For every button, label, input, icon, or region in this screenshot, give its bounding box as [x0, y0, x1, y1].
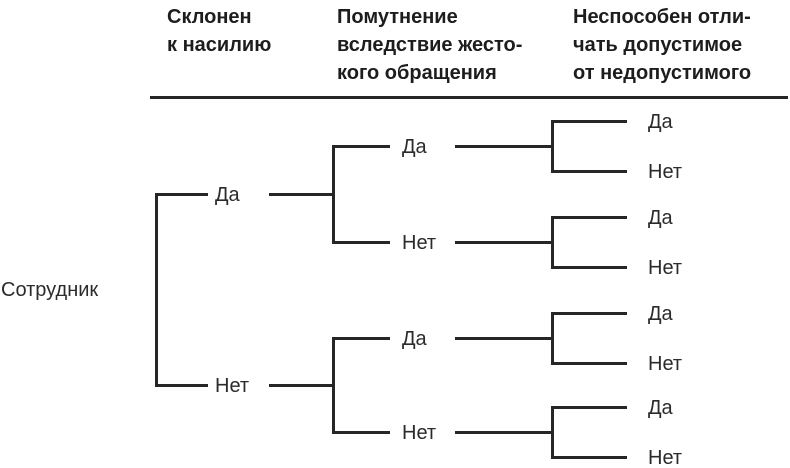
leaf-label-1-no: Нет: [648, 160, 683, 183]
level3-bracket3-yes-line: [551, 312, 627, 315]
edge-level2-to-level3-4: [455, 431, 554, 434]
column-header-distinguish: Неспособен отли- чать допустимое от недо…: [573, 3, 751, 87]
leaf-label-1-yes: Да: [648, 110, 673, 133]
header-line: от недопустимого: [573, 62, 752, 84]
level3-bracket4-yes-line: [551, 406, 627, 409]
node-label-level2-yes-yes: Да: [402, 135, 427, 158]
header-line: чать допустимое: [573, 34, 743, 56]
level2-top-branch-yes-line: [332, 145, 390, 148]
edge-level2-to-level3-2: [455, 241, 554, 244]
node-label-level1-no: Нет: [215, 374, 250, 397]
level3-bracket4-vertical: [551, 406, 554, 459]
level1-bracket-vertical: [155, 193, 158, 387]
leaf-label-2-yes: Да: [648, 206, 673, 229]
level2-bottom-bracket-vertical: [332, 337, 335, 434]
edge-level1-yes-to-level2: [269, 193, 335, 196]
header-line: Неспособен отли-: [573, 6, 751, 28]
edge-level2-to-level3-1: [455, 145, 554, 148]
edge-level2-to-level3-3: [455, 337, 554, 340]
header-line: Помутнение: [337, 6, 458, 28]
header-line: вследствие жесто-: [337, 34, 523, 56]
level3-bracket1-vertical: [551, 120, 554, 173]
leaf-label-4-no: Нет: [648, 446, 683, 468]
leaf-label-3-no: Нет: [648, 352, 683, 375]
level1-branch-no-line: [155, 384, 208, 387]
level2-top-bracket-vertical: [332, 145, 335, 244]
level2-bottom-branch-no-line: [332, 431, 390, 434]
header-line: к насилию: [167, 34, 272, 56]
level3-bracket1-yes-line: [551, 120, 627, 123]
edge-level1-no-to-level2: [269, 384, 335, 387]
header-line: кого обращения: [337, 62, 497, 84]
node-label-level2-no-yes: Да: [402, 327, 427, 350]
header-line: Склонен: [167, 6, 252, 28]
level3-bracket2-yes-line: [551, 216, 627, 219]
column-header-violence: Склонен к насилию: [167, 3, 271, 59]
node-label-level1-yes: Да: [215, 183, 240, 206]
leaf-label-4-yes: Да: [648, 396, 673, 419]
level3-bracket3-no-line: [551, 362, 627, 365]
level3-bracket3-vertical: [551, 312, 554, 365]
node-label-level2-yes-no: Нет: [402, 231, 437, 254]
level3-bracket2-no-line: [551, 266, 627, 269]
level2-top-branch-no-line: [332, 241, 390, 244]
leaf-label-2-no: Нет: [648, 256, 683, 279]
level3-bracket2-vertical: [551, 216, 554, 269]
leaf-label-3-yes: Да: [648, 302, 673, 325]
level3-bracket4-no-line: [551, 456, 627, 459]
level2-bottom-branch-yes-line: [332, 337, 390, 340]
node-label-level2-no-no: Нет: [402, 421, 437, 444]
level3-bracket1-no-line: [551, 170, 627, 173]
column-header-clouding: Помутнение вследствие жесто- кого обраще…: [337, 3, 522, 87]
level1-branch-yes-line: [155, 193, 208, 196]
header-separator-line: [150, 96, 788, 99]
root-node-label: Сотрудник: [1, 279, 99, 301]
